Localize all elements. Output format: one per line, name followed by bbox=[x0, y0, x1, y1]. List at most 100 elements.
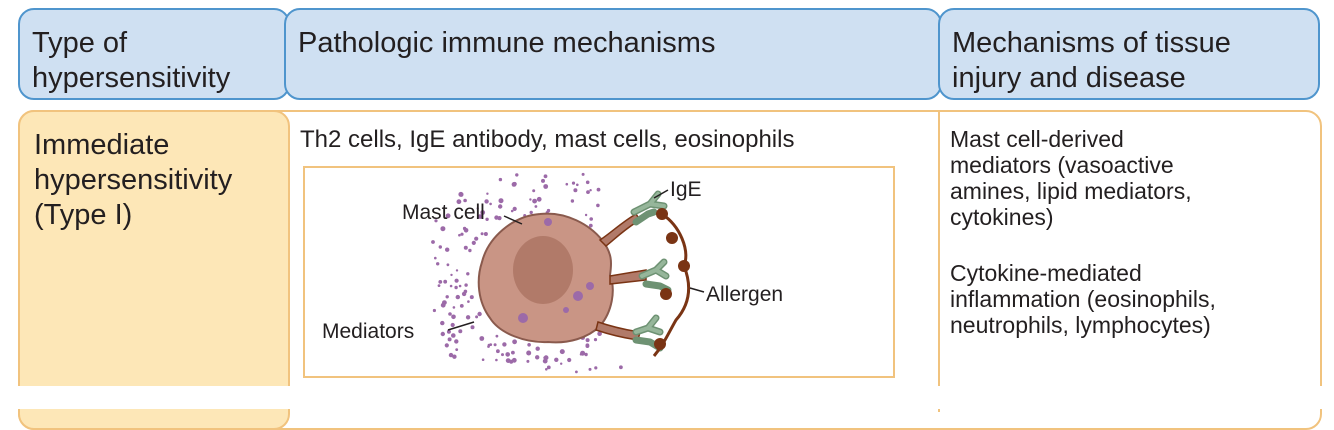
mediator-dot bbox=[446, 263, 450, 267]
mediator-dot bbox=[560, 362, 563, 365]
mediator-dot bbox=[450, 273, 453, 277]
mediator-dot bbox=[559, 349, 565, 355]
mediator-dot bbox=[483, 232, 488, 236]
allergen-beads bbox=[654, 208, 690, 350]
mediator-dot bbox=[570, 199, 575, 203]
mediator-dot bbox=[554, 357, 559, 362]
mediator-dot bbox=[463, 228, 469, 233]
mediator-dot bbox=[477, 311, 482, 317]
mast-cell-label: Mast cell bbox=[402, 201, 485, 224]
mediator-dot bbox=[545, 368, 548, 371]
mediator-dot bbox=[480, 210, 486, 215]
mediator-dot bbox=[526, 350, 532, 356]
mediator-dot bbox=[442, 300, 447, 305]
mediator-dot bbox=[470, 325, 475, 330]
mediator-dot bbox=[432, 308, 436, 313]
mediator-dot bbox=[589, 217, 593, 221]
mediator-dot bbox=[463, 289, 468, 294]
mediator-dot bbox=[446, 329, 451, 334]
mediator-dot bbox=[543, 356, 547, 360]
mediator-dot bbox=[484, 199, 489, 204]
mediator-dot bbox=[493, 343, 497, 347]
mediator-dot bbox=[498, 204, 503, 209]
mediator-dot bbox=[581, 172, 585, 176]
mediator-dot bbox=[485, 217, 489, 221]
mediator-dot bbox=[511, 350, 515, 355]
mediator-dot bbox=[584, 213, 588, 217]
mediator-dot bbox=[501, 353, 504, 357]
header-type-of-hypersensitivity: Type of hypersensitivity bbox=[18, 8, 290, 100]
mediator-dot bbox=[449, 284, 453, 288]
mediator-dot bbox=[467, 300, 470, 303]
tissue-injury-mast-cell-mediators: Mast cell-derived mediators (vasoactive … bbox=[950, 126, 1192, 230]
mediator-dot bbox=[494, 215, 499, 220]
mediator-dot bbox=[450, 322, 455, 328]
mediator-dot bbox=[440, 226, 446, 232]
mediator-dot bbox=[594, 366, 598, 370]
mediator-dot bbox=[481, 358, 485, 362]
intracellular-granules bbox=[518, 218, 594, 323]
mediator-dot bbox=[498, 198, 504, 204]
mediator-dot bbox=[511, 357, 517, 363]
bottom-crop bbox=[0, 386, 1334, 409]
ige-label: IgE bbox=[670, 178, 702, 201]
mediator-dot bbox=[437, 284, 441, 287]
mediator-dot bbox=[445, 213, 451, 219]
mediator-dot bbox=[585, 338, 590, 343]
mediator-dot bbox=[619, 365, 623, 370]
mediator-dot bbox=[535, 355, 540, 360]
mediator-dot bbox=[596, 187, 601, 192]
mediator-dot bbox=[534, 205, 538, 208]
mediator-dot bbox=[451, 333, 456, 338]
mediator-dot bbox=[458, 284, 462, 288]
mediator-dot bbox=[495, 358, 498, 362]
mediator-dot bbox=[495, 334, 499, 338]
mediator-dot bbox=[541, 178, 545, 183]
mediator-dot bbox=[486, 192, 489, 195]
mediator-dot bbox=[455, 348, 459, 351]
mast-cell-nucleus bbox=[513, 236, 573, 304]
mediator-dot bbox=[451, 314, 456, 320]
mediator-dot bbox=[434, 219, 438, 223]
mediator-dot bbox=[443, 279, 448, 284]
mediator-dot bbox=[463, 198, 467, 203]
allergen-label: Allergen bbox=[706, 283, 784, 306]
mediator-dot bbox=[440, 331, 445, 337]
mediator-dot bbox=[529, 198, 532, 201]
mediator-dot bbox=[459, 304, 464, 308]
mediator-dot bbox=[573, 188, 578, 193]
mediator-dot bbox=[585, 180, 590, 185]
mediator-dots bbox=[431, 172, 623, 374]
mediator-dot bbox=[455, 269, 459, 272]
mediator-dot bbox=[502, 342, 507, 347]
mediators-label: Mediators bbox=[322, 320, 415, 343]
mediator-dot bbox=[576, 183, 579, 187]
mediator-dot bbox=[466, 272, 470, 276]
allergen-chain bbox=[652, 212, 691, 357]
mediator-dot bbox=[447, 337, 452, 342]
mediator-dot bbox=[589, 189, 592, 192]
column-divider bbox=[938, 112, 940, 412]
mediator-dot bbox=[456, 199, 462, 205]
mediator-dot bbox=[434, 256, 437, 260]
mediator-dot bbox=[477, 214, 483, 219]
mediator-dot bbox=[454, 339, 459, 344]
tissue-injury-cytokine-inflammation: Cytokine-mediated inflammation (eosinoph… bbox=[950, 260, 1216, 338]
mediator-dot bbox=[468, 248, 472, 253]
mediator-dot bbox=[567, 357, 572, 363]
mediator-dot bbox=[460, 232, 464, 236]
mediator-dot bbox=[585, 343, 590, 348]
mediator-dot bbox=[527, 343, 531, 347]
mediator-dot bbox=[505, 352, 511, 357]
mediator-dot bbox=[463, 245, 468, 250]
mediator-dot bbox=[452, 306, 456, 309]
mediator-dot bbox=[474, 236, 479, 241]
mediator-dot bbox=[436, 262, 440, 266]
mediator-dot bbox=[445, 295, 449, 299]
mediator-dot bbox=[580, 350, 586, 356]
mediator-dot bbox=[505, 358, 511, 363]
mediator-dot bbox=[448, 352, 454, 358]
cell-membrane-extensions bbox=[595, 213, 647, 341]
mediator-dot bbox=[571, 181, 576, 185]
mediator-dot bbox=[489, 343, 493, 346]
